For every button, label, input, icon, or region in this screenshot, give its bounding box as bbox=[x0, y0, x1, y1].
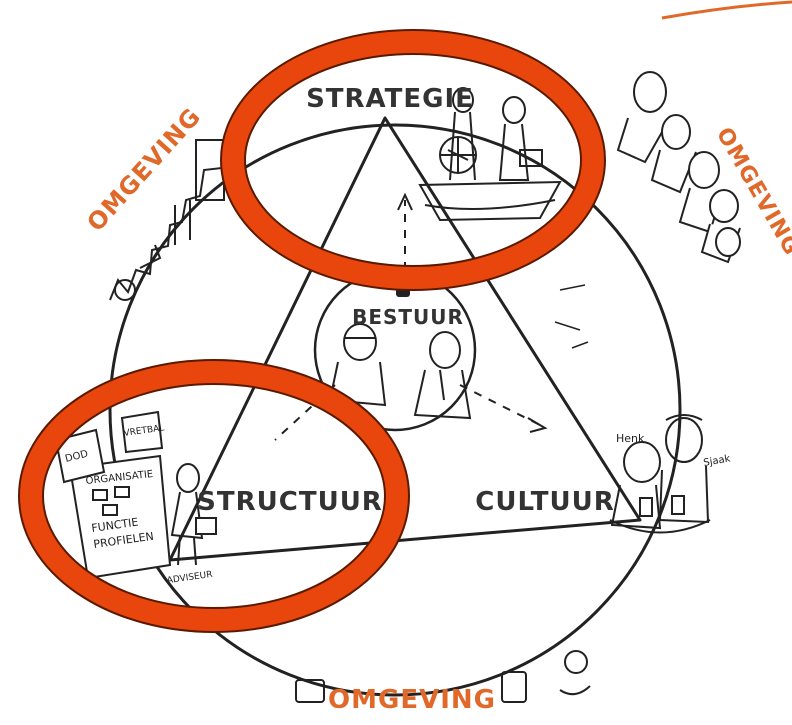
city-skyline-icon bbox=[109, 139, 227, 301]
structure-documents-sketch bbox=[54, 410, 172, 580]
sketch-strokes bbox=[554, 284, 589, 349]
model-triangle bbox=[168, 116, 642, 562]
label-sjaak: Sjaak bbox=[703, 453, 732, 469]
advisor-sketch bbox=[170, 463, 217, 566]
label-cultuur: CULTUUR bbox=[475, 487, 614, 517]
highlight-ring-strategie bbox=[220, 29, 606, 291]
label-strategie: STRATEGIE bbox=[306, 84, 474, 114]
label-omgeving-bottom: OMGEVING bbox=[328, 685, 496, 715]
label-omgeving-left: OMGEVING bbox=[82, 102, 207, 236]
dashed-arrows bbox=[274, 192, 548, 441]
highlight-ring-structuur bbox=[18, 359, 410, 633]
label-adviseur: ADVISEUR bbox=[166, 570, 213, 586]
culture-people-sketch bbox=[609, 414, 711, 534]
label-structuur: STRUCTUUR bbox=[197, 487, 383, 517]
environment-circle bbox=[108, 123, 682, 697]
bottom-devices-sketch bbox=[295, 650, 591, 703]
label-henk: Henk bbox=[616, 432, 645, 445]
stakeholders-sketch bbox=[616, 71, 741, 264]
orange-corner-line bbox=[661, 0, 792, 20]
label-bestuur: BESTUUR bbox=[352, 305, 464, 329]
strategy-boat-sketch bbox=[418, 87, 562, 222]
